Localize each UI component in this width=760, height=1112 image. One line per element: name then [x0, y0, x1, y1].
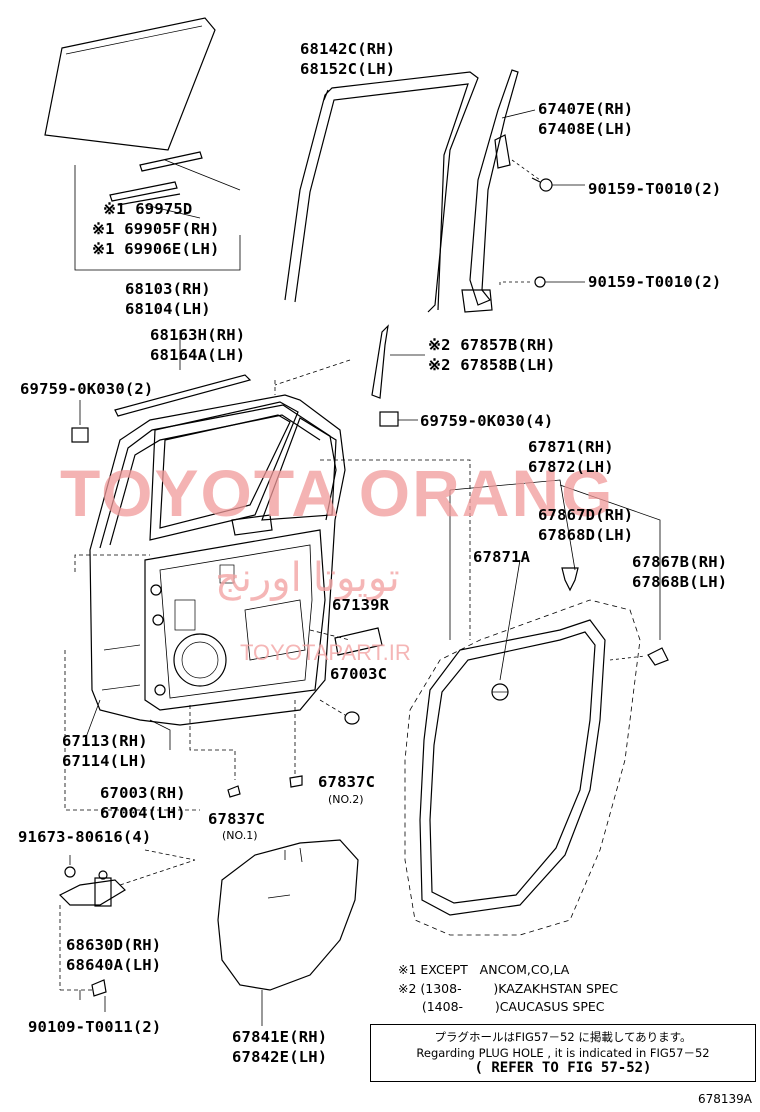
note-1: ※1 EXCEPT ANCOM,CO,LA — [398, 962, 570, 977]
part-label: 67871(RH) — [528, 438, 614, 456]
reference-english: Regarding PLUG HOLE , it is indicated in… — [416, 1046, 710, 1060]
part-label: 69759-0K030(2) — [20, 380, 154, 398]
part-label: 68640A(LH) — [66, 956, 162, 974]
part-label: 67113(RH) — [62, 732, 148, 750]
part-label: ※2 67858B(LH) — [428, 356, 556, 374]
part-label: 68142C(RH) — [300, 40, 396, 58]
part-label: 67867D(RH) — [538, 506, 634, 524]
part-label: 67408E(LH) — [538, 120, 634, 138]
part-label: 67868D(LH) — [538, 526, 634, 544]
belt-moulding — [114, 330, 252, 417]
part-label: 67004(LH) — [100, 804, 186, 822]
part-label: ※1 69905F(RH) — [92, 220, 220, 238]
watermark-site: TOYOTAPART.IR — [240, 640, 411, 665]
clip-67867b — [609, 647, 669, 666]
figure-code: 678139A — [697, 1092, 752, 1106]
watermark-arabic: تويوتا اورنج — [215, 556, 400, 600]
reference-japanese: プラグホールはFIG57－52 に掲載してあります。 — [434, 1030, 692, 1044]
rear-door-channel — [461, 69, 519, 313]
part-label: 90159-T0010(2) — [588, 273, 722, 291]
part-label: 67842E(LH) — [232, 1048, 328, 1066]
rear-door-panel — [89, 394, 346, 726]
part-label: 67837C — [208, 810, 266, 828]
part-label: 67114(LH) — [62, 752, 148, 770]
door-glass — [44, 17, 216, 151]
part-label: 68164A(LH) — [150, 346, 246, 364]
part-label: ※2 67857B(RH) — [428, 336, 556, 354]
part-label: 67837C — [318, 773, 376, 791]
bolt-90109 — [60, 979, 107, 997]
glass-channel-parts — [109, 151, 203, 206]
part-label: 67872(LH) — [528, 458, 614, 476]
part-label: ※1 69975D — [103, 200, 193, 218]
part-label: 67868B(LH) — [632, 573, 728, 591]
part-label: 67003C — [330, 665, 388, 683]
leader-68103 — [74, 165, 241, 271]
clip-69759-right — [379, 411, 418, 427]
part-label: 68104(LH) — [125, 300, 211, 318]
part-label: 68152C(LH) — [300, 60, 396, 78]
part-label: 67139R — [332, 596, 390, 614]
clip-67837c-no2 — [289, 775, 303, 788]
part-label: 67407E(RH) — [538, 100, 634, 118]
door-pad-67139r — [334, 627, 383, 656]
part-label: 67867B(RH) — [632, 553, 728, 571]
watermark-main: TOYOTA ORANG — [60, 456, 615, 530]
door-frame-weatherstrip — [284, 71, 479, 313]
clip-67837c-no1 — [227, 785, 241, 798]
bolt-90159-lower — [499, 276, 585, 288]
part-label: 68163H(RH) — [150, 326, 246, 344]
reference-link[interactable]: ( REFER TO FIG 57-52) — [474, 1060, 652, 1076]
note-2: ※2 (1308- )KAZAKHSTAN SPEC — [398, 981, 619, 996]
part-label: 90159-T0010(2) — [588, 180, 722, 198]
hole-plug-67003c — [344, 711, 360, 725]
door-hinge — [58, 849, 196, 990]
part-sublabel: (NO.1) — [222, 829, 258, 842]
part-sublabel: (NO.2) — [328, 793, 364, 806]
pillar-garnish — [274, 324, 425, 399]
part-label: 67841E(RH) — [232, 1028, 328, 1046]
part-label: 68103(RH) — [125, 280, 211, 298]
door-opening-weatherstrip — [404, 599, 641, 936]
clip-67867d — [561, 567, 579, 592]
clip-67871a — [491, 683, 509, 701]
part-label: 67871A — [473, 548, 531, 566]
part-label: 67003(RH) — [100, 784, 186, 802]
part-label: 68630D(RH) — [66, 936, 162, 954]
clip-69759-left — [71, 400, 89, 443]
part-label: 69759-0K030(4) — [420, 412, 554, 430]
part-label: 90109-T0011(2) — [28, 1018, 162, 1036]
service-hole-cover — [217, 839, 359, 991]
bolt-90159-upper — [511, 159, 585, 192]
part-label: ※1 69906E(LH) — [92, 240, 220, 258]
reference-box: プラグホールはFIG57－52 に掲載してあります。 Regarding PLU… — [370, 1024, 756, 1082]
part-label: 91673-80616(4) — [18, 828, 152, 846]
note-3: (1408- )CAUCASUS SPEC — [398, 999, 605, 1014]
